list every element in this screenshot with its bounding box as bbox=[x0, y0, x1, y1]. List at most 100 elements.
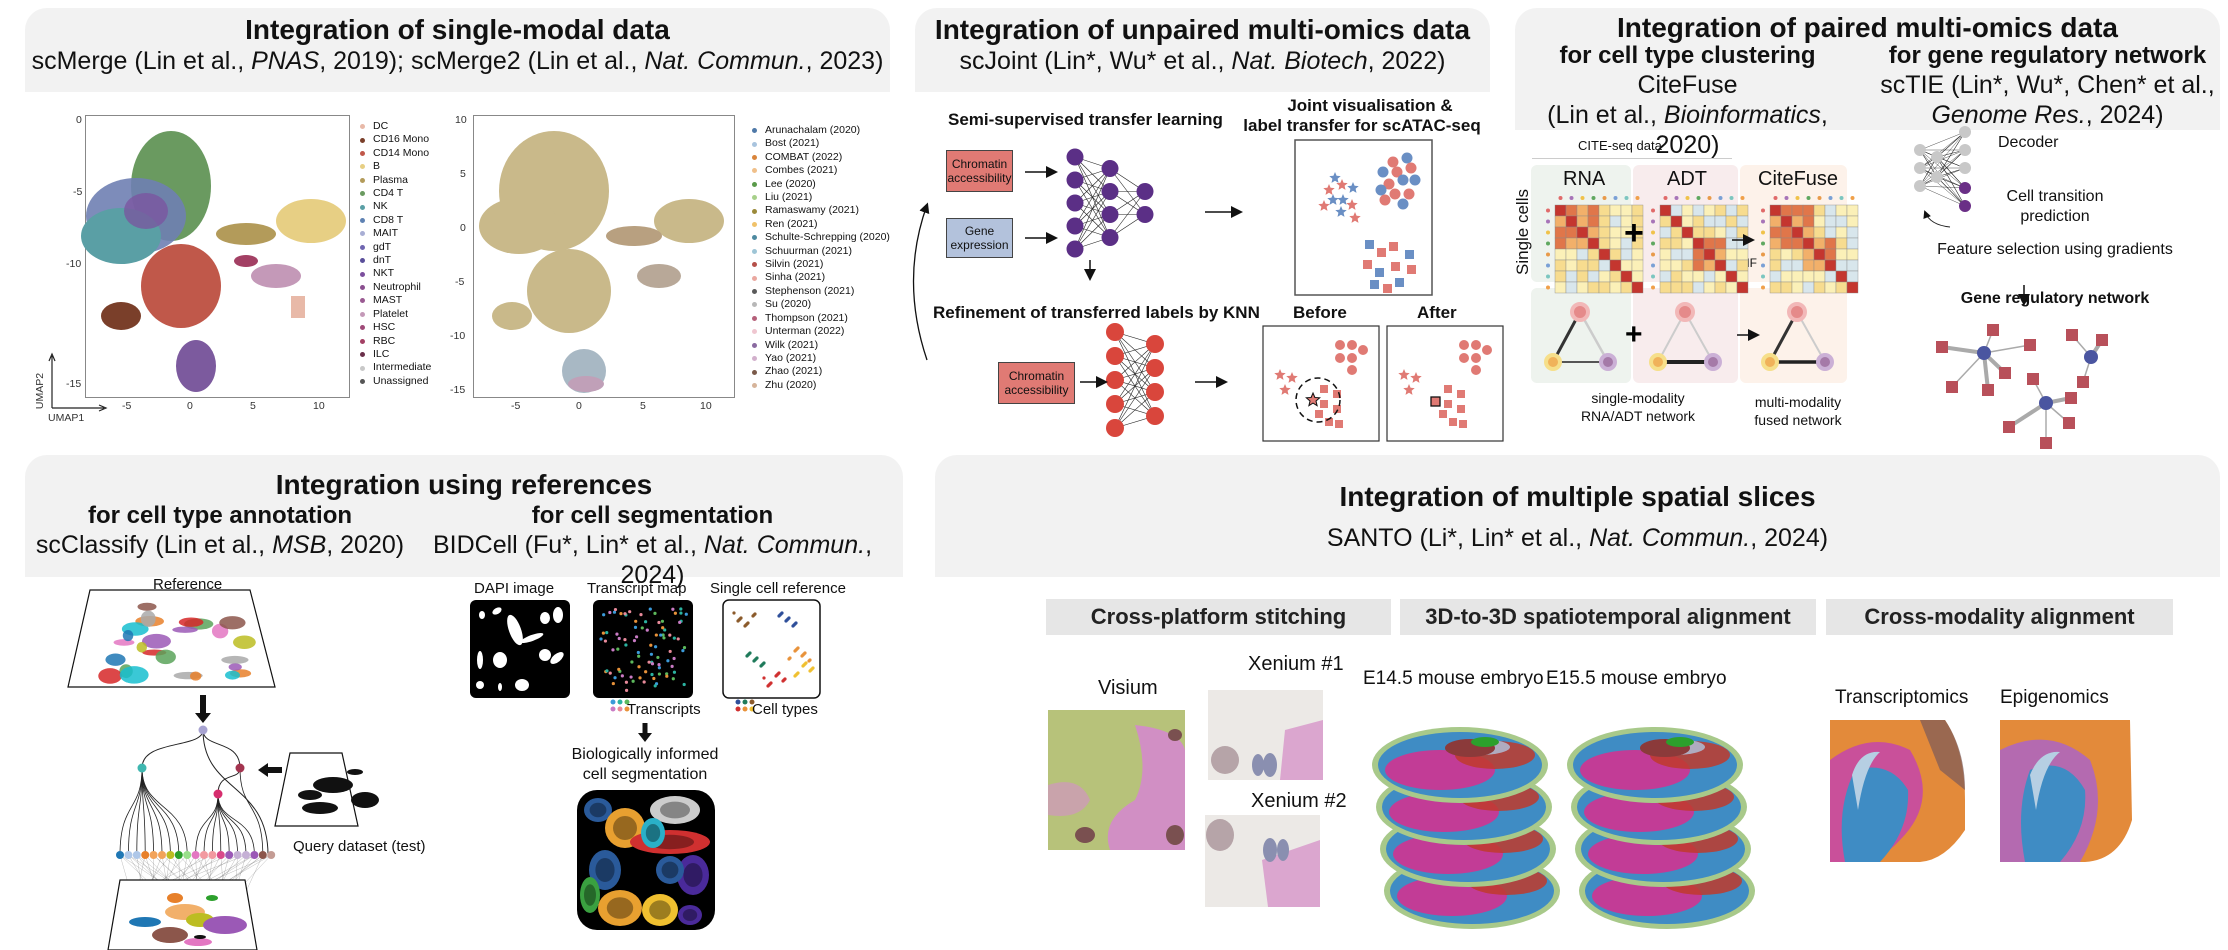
nn-node bbox=[1914, 162, 1926, 174]
transcript-dot bbox=[623, 612, 627, 616]
paired-right-heading: for gene regulatory network scTIE (Lin*,… bbox=[1870, 42, 2225, 130]
square-marker bbox=[1377, 248, 1386, 257]
cell-dot bbox=[1806, 196, 1811, 200]
matrix-cell bbox=[1692, 259, 1705, 272]
legend-item: NK bbox=[360, 200, 431, 213]
matrix-cell bbox=[1802, 248, 1815, 261]
legend-item: CD16 Mono bbox=[360, 133, 431, 146]
legend-dot bbox=[749, 706, 755, 712]
matrix-cell bbox=[1813, 248, 1826, 261]
legend-dot bbox=[610, 699, 616, 705]
nn-edge bbox=[1919, 131, 1966, 169]
matrix-cell bbox=[1554, 226, 1567, 239]
matrix-cell bbox=[1714, 281, 1727, 294]
test-cluster bbox=[184, 938, 212, 946]
square-marker bbox=[1375, 268, 1384, 277]
matrix-cell bbox=[1681, 204, 1694, 217]
transcript-dot bbox=[681, 649, 685, 653]
legend-label: Combes (2021) bbox=[765, 164, 838, 177]
celltype-dot bbox=[766, 684, 770, 688]
circle-marker bbox=[1377, 166, 1389, 178]
reference-cluster bbox=[137, 602, 157, 611]
matrix-cell bbox=[1824, 248, 1837, 261]
transcript-dot bbox=[649, 652, 654, 656]
y-tick: -5 bbox=[455, 276, 465, 288]
transcripts-legend-dots bbox=[610, 699, 630, 712]
cluster-b bbox=[276, 199, 346, 243]
legend-dot bbox=[624, 706, 630, 712]
legend-label: Unassigned bbox=[373, 374, 429, 387]
x-tick: 5 bbox=[250, 400, 256, 412]
y-tick: 5 bbox=[460, 168, 466, 180]
matrix-cell bbox=[1824, 270, 1837, 283]
reference-cluster bbox=[233, 635, 256, 650]
adt-similarity-matrix bbox=[1651, 196, 1749, 294]
leaf-node bbox=[191, 851, 200, 859]
reference-cluster bbox=[225, 670, 240, 680]
transcript-dot bbox=[673, 611, 677, 615]
square-marker bbox=[1315, 410, 1323, 418]
nn-edge bbox=[1919, 185, 1966, 189]
matrix-cell bbox=[1587, 237, 1600, 250]
transcript-dot bbox=[653, 684, 657, 688]
matrix-cell bbox=[1780, 248, 1793, 261]
journal-name: Nat. Commun. bbox=[1589, 524, 1751, 552]
legend-swatch bbox=[752, 208, 757, 214]
matrix-cell bbox=[1703, 237, 1716, 250]
xenium-region bbox=[1262, 840, 1320, 907]
star-marker bbox=[1346, 199, 1358, 210]
nucleus bbox=[492, 607, 502, 615]
leaf-node bbox=[242, 851, 250, 859]
transcript-dot bbox=[671, 677, 675, 681]
transcript-dot bbox=[645, 628, 649, 632]
legend-item: Arunachalam (2020) bbox=[752, 124, 890, 137]
legend-swatch bbox=[752, 128, 757, 134]
matrix-cell bbox=[1813, 215, 1826, 228]
reference-cluster bbox=[155, 649, 176, 665]
transcript-dot bbox=[676, 637, 680, 641]
legend-item: CD8 T bbox=[360, 214, 431, 227]
legend-label: Lee (2020) bbox=[765, 177, 816, 190]
unpaired-citation: scJoint (Lin*, Wu* et al., Nat. Biotech,… bbox=[915, 46, 1490, 76]
grn-edge bbox=[1941, 345, 1985, 355]
y-tick: 0 bbox=[76, 114, 82, 126]
nucleus bbox=[515, 679, 529, 691]
cell-dot bbox=[1546, 285, 1550, 290]
star-marker bbox=[1305, 391, 1321, 407]
grn-edge bbox=[2007, 401, 2048, 429]
circle-marker bbox=[1389, 188, 1401, 200]
matrix-cell bbox=[1576, 259, 1589, 272]
cell-dot bbox=[1651, 252, 1655, 257]
matrix-cell bbox=[1576, 281, 1589, 294]
y-tick: -5 bbox=[73, 186, 83, 198]
circle-marker bbox=[1471, 353, 1481, 363]
nn-node bbox=[1914, 180, 1926, 192]
segmented-cell bbox=[584, 798, 612, 822]
matrix-cell bbox=[1802, 215, 1815, 228]
legend-item: Ren (2021) bbox=[752, 218, 890, 231]
cell-dot bbox=[1635, 196, 1640, 200]
cell-dot bbox=[1761, 230, 1765, 235]
legend-label: CD16 Mono bbox=[373, 133, 430, 146]
backprop-arrow-icon bbox=[1923, 210, 1951, 228]
matrix-cell bbox=[1802, 226, 1815, 239]
square-marker bbox=[1391, 262, 1400, 271]
matrix-cell bbox=[1554, 270, 1567, 283]
nn-node bbox=[1136, 206, 1154, 223]
matrix-cell bbox=[1587, 259, 1600, 272]
dapi-label: DAPI image bbox=[474, 580, 555, 597]
nn-edge bbox=[1936, 131, 1966, 178]
matrix-cell bbox=[1780, 226, 1793, 239]
visium-region bbox=[1048, 782, 1090, 816]
star-marker bbox=[1335, 206, 1347, 217]
reference-cluster bbox=[119, 666, 149, 684]
arrow-head bbox=[638, 733, 652, 742]
tree-branch bbox=[141, 729, 204, 769]
after-box bbox=[1386, 325, 1504, 442]
matrix-cell bbox=[1703, 204, 1716, 217]
legend-item: Platelet bbox=[360, 308, 431, 321]
before-box bbox=[1262, 325, 1380, 442]
square-marker bbox=[1335, 420, 1343, 428]
celltype-dot bbox=[736, 619, 740, 623]
xenium-region bbox=[1206, 819, 1234, 851]
